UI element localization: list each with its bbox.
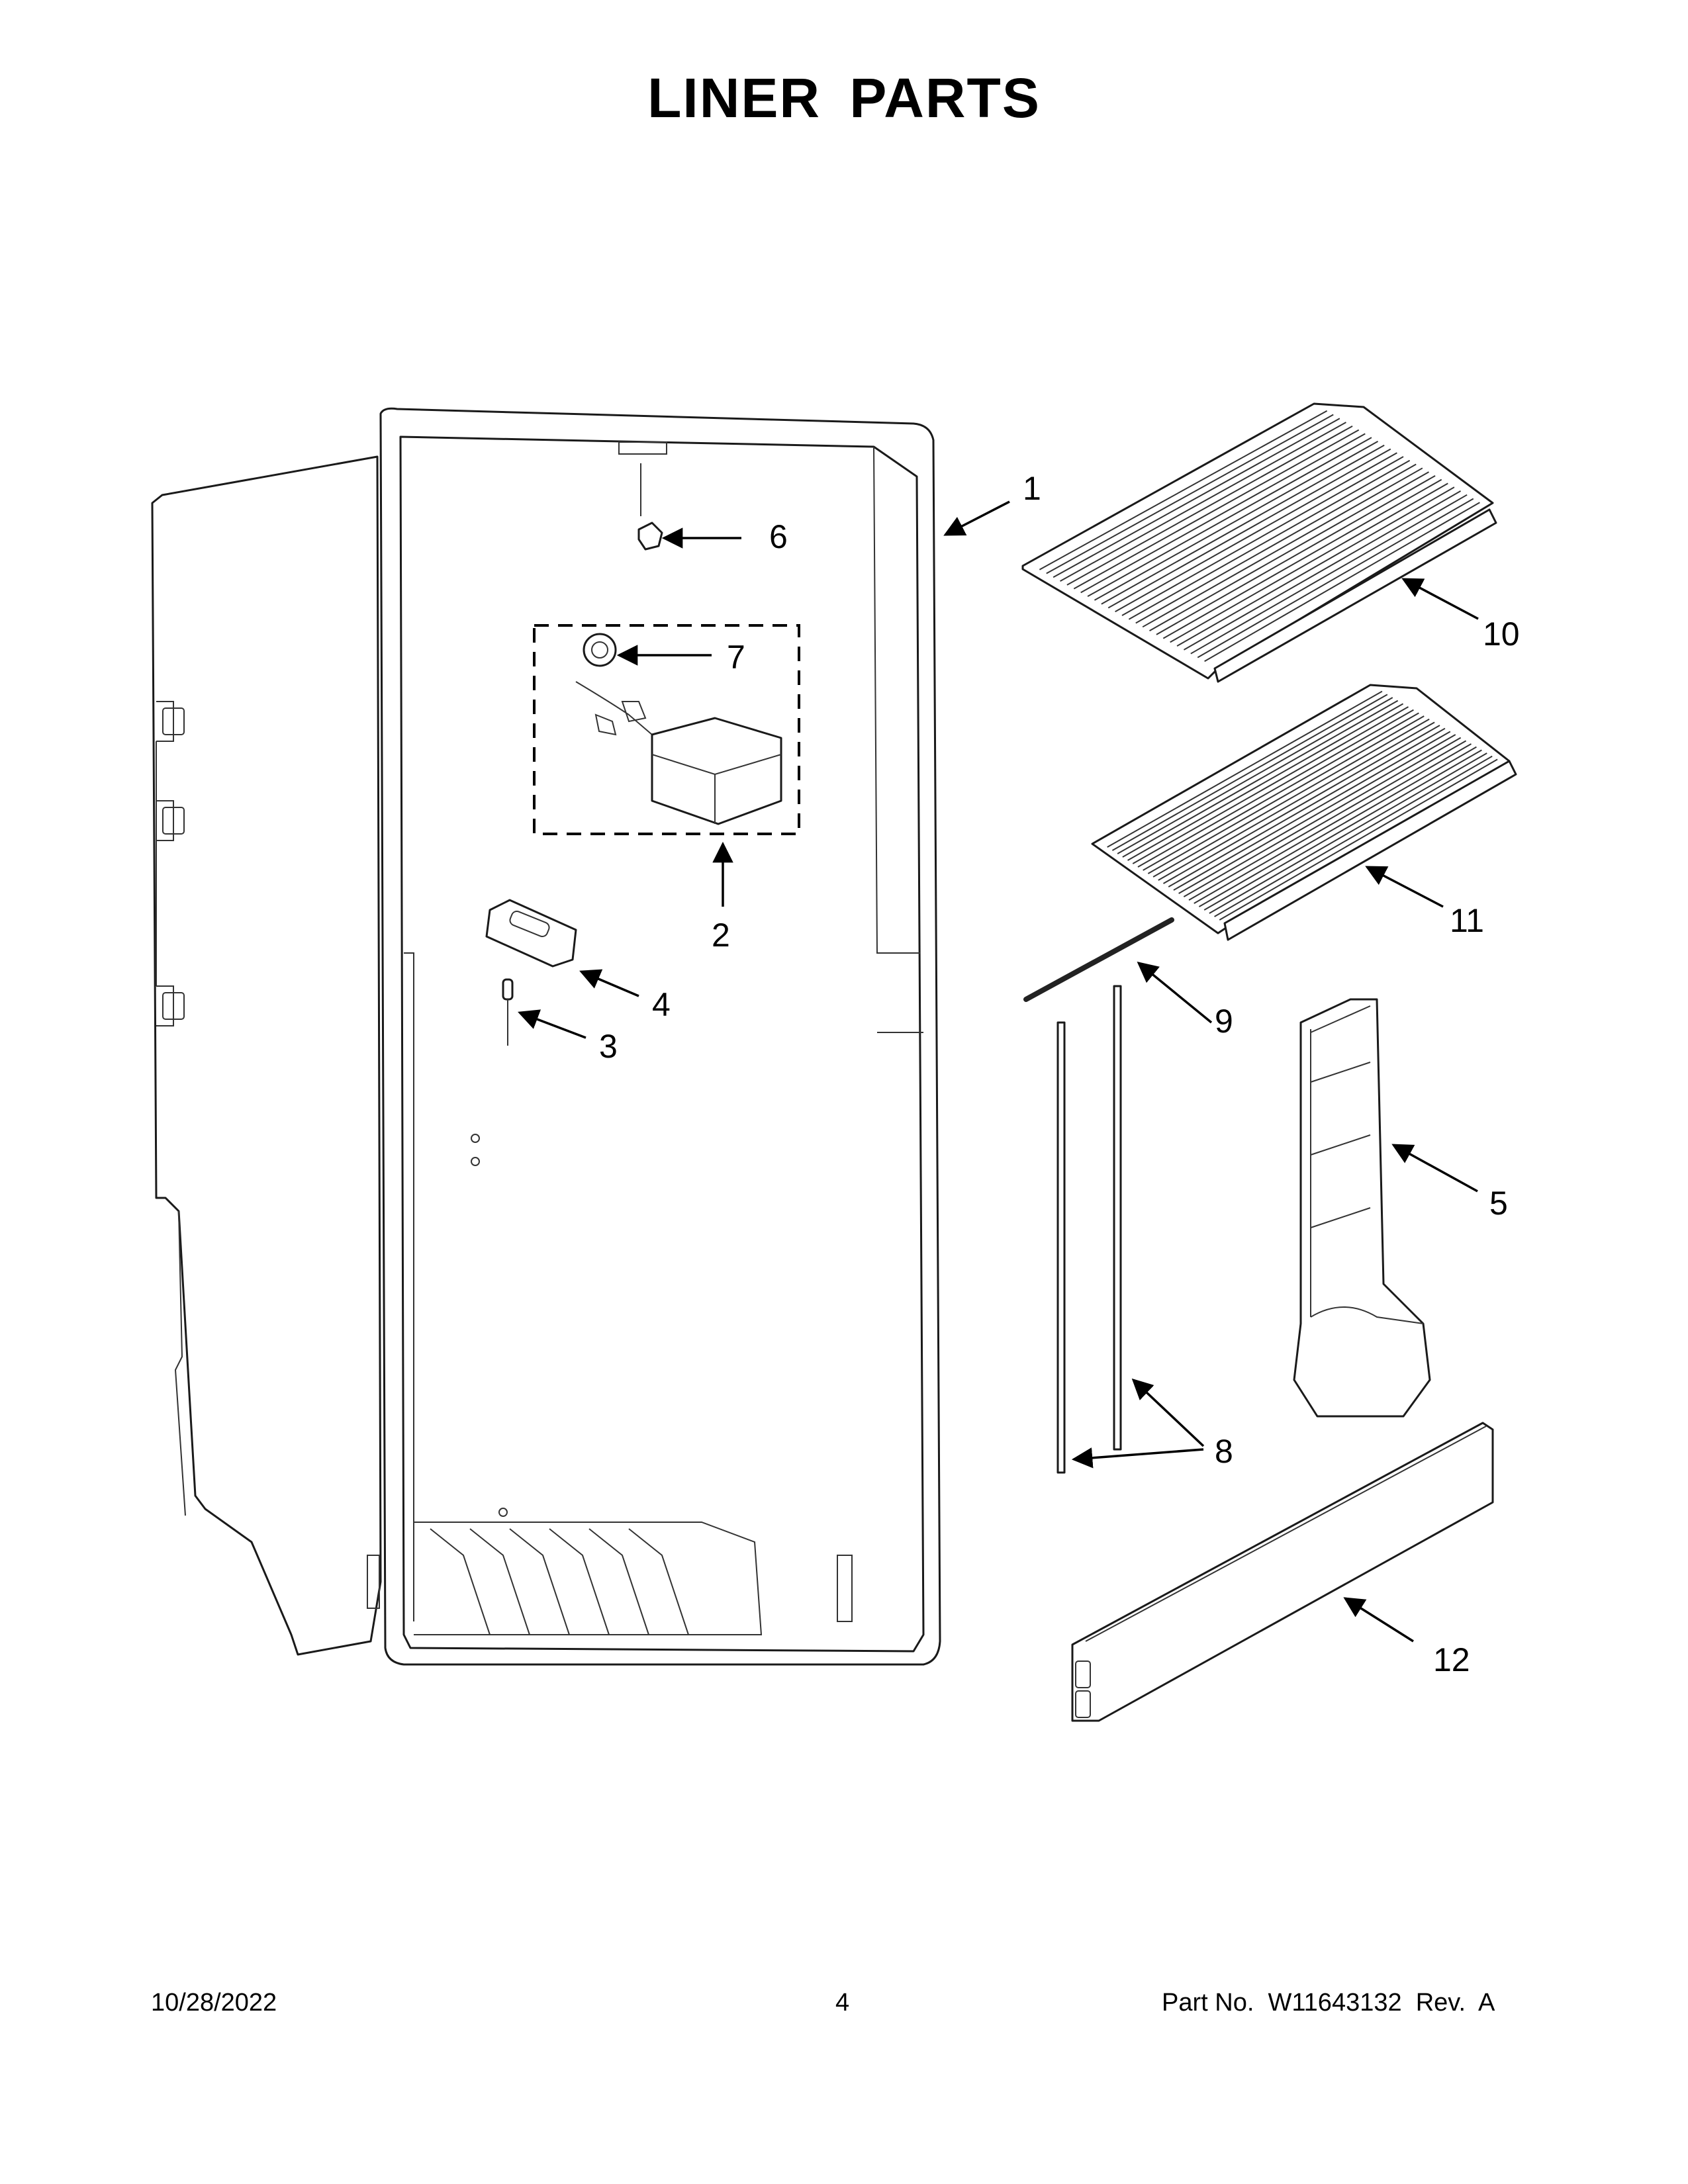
leader-1 <box>943 500 1010 536</box>
shelf-wire <box>1128 459 1411 620</box>
shelf-wire <box>1190 494 1468 655</box>
shelf-wire <box>1111 694 1388 851</box>
shelf-wire <box>1149 471 1429 631</box>
shelf-wire <box>1127 703 1404 861</box>
shelf-wire <box>1214 755 1493 917</box>
leader-3 <box>518 1009 586 1039</box>
shelf-wire <box>1158 721 1435 881</box>
callout-4: 4 <box>652 986 671 1023</box>
shelf-wire <box>1152 718 1430 878</box>
callout-1: 1 <box>1023 470 1041 507</box>
part-12-kick-plate <box>1071 1422 1494 1722</box>
shelf-wire <box>1219 758 1498 921</box>
shelf-wire <box>1060 422 1346 582</box>
callout-3: 3 <box>599 1028 618 1065</box>
shelf-wire <box>1163 725 1440 884</box>
shelf-wire <box>1046 414 1334 574</box>
leader-9 <box>1137 962 1213 1024</box>
leader-8a <box>1131 1378 1205 1447</box>
shelf-wire <box>1209 752 1487 914</box>
shelf-wire <box>1204 502 1480 662</box>
assembly-2-boundary <box>533 624 800 835</box>
callout-2: 2 <box>712 917 730 954</box>
shelf-wire <box>1147 715 1425 874</box>
leader-10 <box>1401 578 1479 620</box>
shelf-wire <box>1183 737 1462 897</box>
part-4-bracket <box>485 899 577 968</box>
shelf-wire <box>1198 746 1477 907</box>
shelf-wire <box>1101 444 1385 605</box>
shelf-wire <box>1094 441 1379 601</box>
part-2-control-assembly <box>575 681 782 825</box>
callout-5: 5 <box>1489 1185 1508 1222</box>
shelf-wire <box>1073 429 1360 590</box>
callout-7: 7 <box>727 639 745 676</box>
shelf-wire <box>1203 749 1482 911</box>
liner-body <box>151 407 941 1666</box>
footer-date: 10/28/2022 <box>151 1989 277 2017</box>
liner-cavity <box>399 435 925 1653</box>
callout-leaders <box>518 500 1479 1643</box>
shelf-wire <box>1122 700 1399 858</box>
shelf-wire <box>1178 734 1456 894</box>
shelf-wire <box>1137 709 1414 868</box>
part-6-clip <box>637 522 663 551</box>
shelf-wire <box>1168 727 1446 887</box>
leader-12 <box>1343 1597 1414 1643</box>
shelf-wire <box>1121 456 1404 616</box>
liner-side-wall <box>151 455 382 1656</box>
shelf-wire <box>1176 486 1455 647</box>
leader-11 <box>1365 866 1444 908</box>
shelf-wire <box>1170 482 1448 643</box>
shelf-wire <box>1117 697 1393 854</box>
callout-6: 6 <box>769 518 788 555</box>
leader-5 <box>1391 1144 1478 1193</box>
shelf-wire <box>1188 740 1467 901</box>
leader-8b <box>1071 1447 1204 1469</box>
shelf-wire <box>1115 452 1397 613</box>
shelf-wire <box>1197 498 1474 659</box>
part-3-thermistor <box>502 978 514 1046</box>
shelf-wire <box>1107 448 1391 609</box>
callout-12: 12 <box>1433 1641 1470 1678</box>
footer-part-number: Part No. W11643132 Rev. A <box>1162 1989 1495 2017</box>
shelf-wire <box>1183 490 1462 651</box>
part-7-sensor <box>583 633 617 667</box>
part-5-duct-cover <box>1293 998 1431 1418</box>
page-title: LINER PARTS <box>647 67 1041 129</box>
shelf-wire <box>1143 712 1419 871</box>
footer-page-number: 4 <box>835 1989 850 2017</box>
shelf-wire <box>1053 418 1340 578</box>
shelf-wire <box>1156 475 1436 635</box>
shelf-wire <box>1080 433 1366 594</box>
callout-9: 9 <box>1215 1003 1233 1040</box>
shelf-wire <box>1087 437 1372 598</box>
part-11-shelf <box>1091 684 1517 941</box>
shelf-wire <box>1194 743 1472 904</box>
shelf-wire <box>1162 478 1442 639</box>
callout-10: 10 <box>1483 615 1520 653</box>
callout-8: 8 <box>1215 1433 1233 1470</box>
part-9-trim <box>1023 917 1174 1002</box>
shelf-wire <box>1135 463 1417 624</box>
shelf-wire <box>1107 690 1383 848</box>
shelf-wire <box>1142 467 1423 628</box>
callout-11: 11 <box>1450 902 1484 939</box>
shelf-wire <box>1039 410 1328 570</box>
shelf-wire <box>1066 425 1353 586</box>
shelf-wire <box>1173 731 1451 891</box>
shelf-wire <box>1132 706 1409 864</box>
callout-labels: 1 2 3 4 5 6 7 8 9 10 11 12 <box>599 470 1520 1678</box>
part-8-trims <box>1056 985 1122 1474</box>
leader-4 <box>579 969 639 997</box>
part-10-shelf <box>1021 402 1497 683</box>
